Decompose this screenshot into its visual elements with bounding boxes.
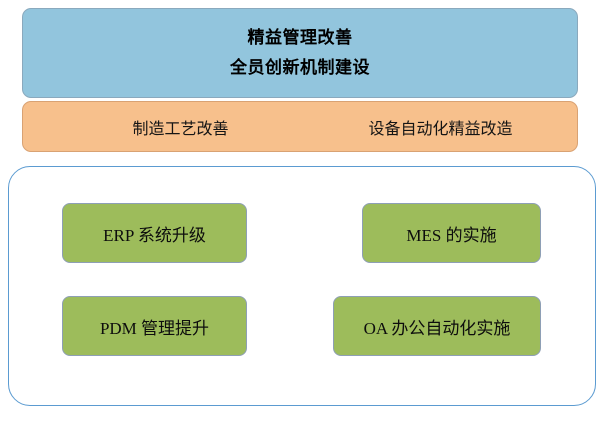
top-banner-lean-management: 精益管理改善 全员创新机制建设 [22,8,578,98]
item-box-pdm[interactable]: PDM 管理提升 [62,296,247,356]
second-banner-left-label: 制造工艺改善 [132,120,229,138]
item-box-erp[interactable]: ERP 系统升级 [62,203,247,263]
second-banner-process-improvement: 制造工艺改善 设备自动化精益改造 [22,101,578,152]
top-banner-line-1: 精益管理改善 [247,27,353,47]
item-box-oa[interactable]: OA 办公自动化实施 [333,296,541,356]
item-box-mes[interactable]: MES 的实施 [362,203,541,263]
items-container [8,166,596,406]
second-banner-right-label: 设备自动化精益改造 [368,120,513,138]
top-banner-line-2: 全员创新机制建设 [230,57,370,77]
